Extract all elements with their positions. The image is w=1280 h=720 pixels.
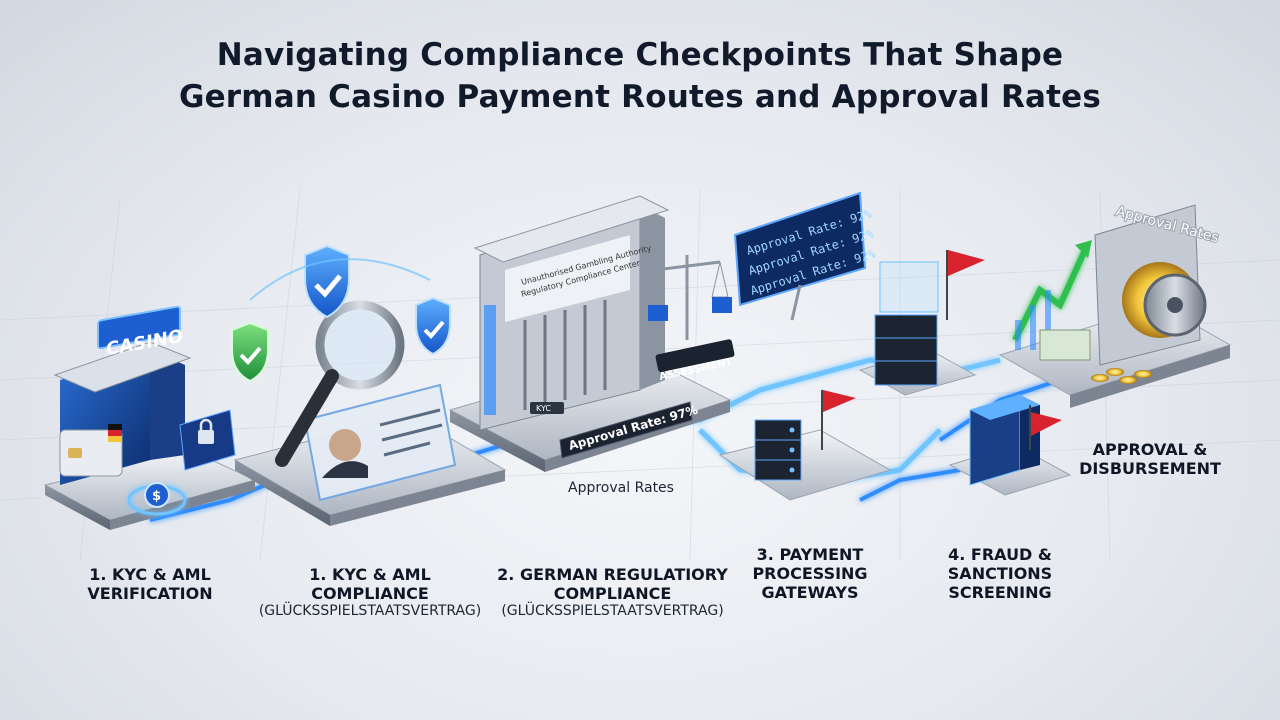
stage-5-label: 4. FRAUD & SANCTIONS SCREENING [930,545,1070,602]
germany-flag-icon [108,424,122,442]
red-flag-icon [1029,405,1062,450]
kyc-tag: KYC [530,402,564,414]
coins-icon [1039,329,1152,384]
stage-1-casino: CASINO $ [43,305,257,530]
stage-5-fraud [948,394,1072,496]
stage-2-label: 1. KYC & AML COMPLIANCE [250,565,490,603]
stage-1-label: 1. KYC & AML VERIFICATION [60,565,240,603]
title-line-2: German Casino Payment Routes and Approva… [178,79,1102,115]
stage-4-label-line-1: 3. PAYMENT [756,545,864,564]
stage-4-label-line-3: GATEWAYS [761,583,859,602]
stage-4-gateways [718,390,892,501]
vault-icon [1094,204,1207,366]
stage-2-label-line-1: 1. KYC & AML [309,565,431,584]
stage-1-label-line-1: 1. KYC & AML [89,565,211,584]
stage-2-kyc [231,244,507,526]
orbit-line [249,258,431,301]
server-rack-icon [874,261,939,386]
stage-5-label-line-2: SANCTIONS [947,564,1053,583]
stage-4-label: 3. PAYMENT PROCESSING GATEWAYS [740,545,880,602]
svg-text:$: $ [152,489,161,504]
growth-chart-icon [1012,240,1092,350]
stage-4-label-line-2: PROCESSING [752,564,868,583]
stage-3-label: 2. GERMAN REGULATIORY COMPLIANCE [490,565,735,603]
stage-5-label-line-1: 4. FRAUD & [948,545,1052,564]
stage-3-label-line-2: COMPLIANCE [553,584,672,603]
stage-5-label-line-3: SCREENING [948,583,1052,602]
coin-token-icon: $ [127,482,187,516]
stage-6-label-line-2: DISBURSEMENT [1079,459,1221,478]
stage-3-regulator: Unauthorised Gambling Authority Regulato… [448,195,735,472]
stage-4b-servers [858,250,985,396]
stage-3-sublabel: (GLÜCKSSPIELSTAATSVERTRAG) [501,603,724,619]
red-flag-icon [821,390,856,450]
page-title: Navigating Compliance Checkpoints That S… [0,34,1280,118]
kyc-tag-text: KYC [536,404,551,413]
credit-card-icon [59,429,123,477]
stage-2-label-line-2: COMPLIANCE [311,584,429,603]
stage-2-sublabel: (GLÜCKSSPIELSTAATSVERTRAG) [258,603,482,619]
balance-scale-icon [646,255,732,340]
stage-1-label-line-2: VERIFICATION [87,584,213,603]
magnifier-icon [275,300,405,467]
id-card-icon [303,383,457,502]
title-line-1: Navigating Compliance Checkpoints That S… [216,37,1064,73]
approval-rate-screen: Approval Rate: 92% Approval Rate: 92% Ap… [733,191,878,321]
approval-rates-caption: Approval Rates [568,480,674,496]
wallet-lock-icon [179,409,236,471]
shield-check-icon [231,321,269,383]
stage-6-label: APPROVAL & DISBURSEMENT [1070,440,1230,478]
stage-6-label-line-1: APPROVAL & [1092,440,1208,459]
regulator-building-icon: Unauthorised Gambling Authority Regulato… [473,195,670,431]
stage-3-label-line-1: 2. GERMAN REGULATIORY [497,565,728,584]
stage-6-vault: Approval Rates [998,202,1232,408]
red-flag-icon [946,250,985,320]
server-rack-icon [754,419,802,481]
shield-check-icon [415,296,451,356]
